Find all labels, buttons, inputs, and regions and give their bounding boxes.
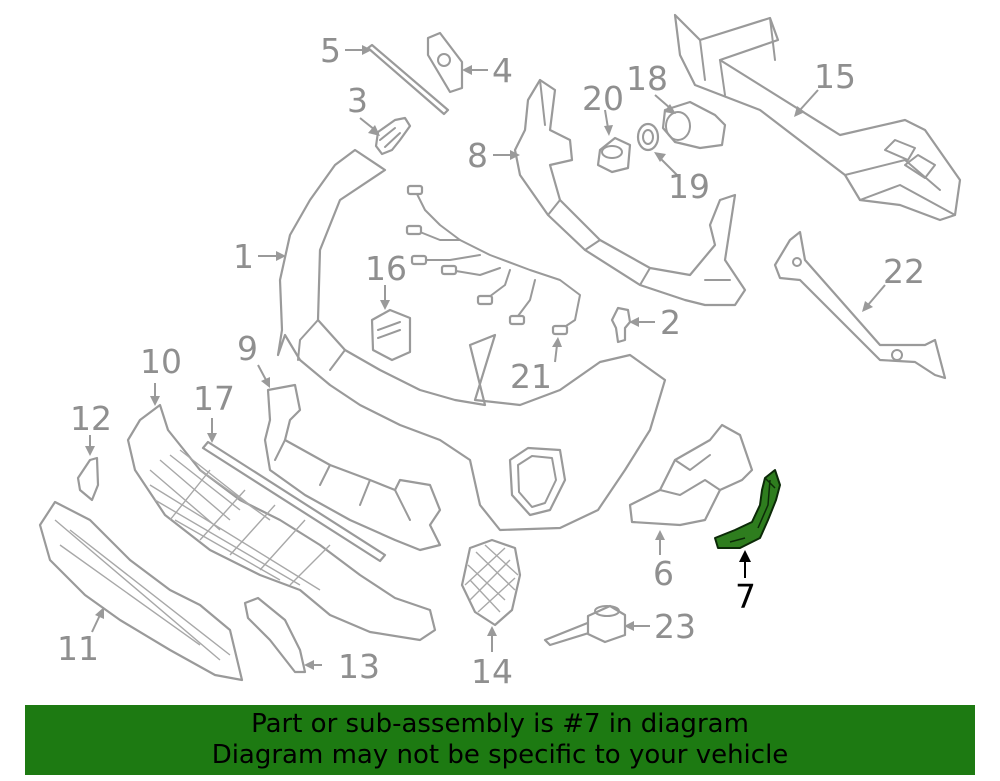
callout-19: 19 (668, 167, 710, 206)
callout-6: 6 (653, 554, 674, 593)
callout-7: 7 (735, 577, 756, 616)
info-banner: Part or sub-assembly is #7 in diagram Di… (25, 705, 975, 775)
callout-17: 17 (193, 379, 235, 418)
callout-3: 3 (347, 81, 368, 120)
banner-line-2: Diagram may not be specific to your vehi… (211, 740, 789, 770)
callout-8: 8 (467, 136, 488, 175)
part-8-bracket (513, 78, 747, 307)
callout-10: 10 (140, 342, 182, 381)
callout-22: 22 (883, 252, 925, 291)
part-6-bracket (628, 423, 754, 527)
callout-15: 15 (814, 57, 856, 96)
part-18-sensor-housing (661, 100, 727, 150)
part-12-trim-piece (76, 456, 100, 502)
part-5-molding-strip (366, 43, 450, 116)
part-7-bracket-highlighted (714, 469, 781, 549)
part-14-fog-grille (460, 538, 522, 627)
part-11-lower-spoiler (38, 500, 244, 682)
part-17-trim-strip (201, 440, 387, 563)
callout-23: 23 (654, 607, 696, 646)
banner-line-1: Part or sub-assembly is #7 in diagram (251, 709, 749, 739)
callout-14: 14 (471, 652, 513, 691)
callout-5: 5 (320, 31, 341, 70)
callout-13: 13 (338, 647, 380, 686)
callout-18: 18 (626, 59, 668, 98)
part-22-lower-crossmember (773, 230, 947, 380)
callout-11: 11 (57, 629, 99, 668)
part-9-absorber (263, 383, 442, 552)
part-15-reinforcement-beam (673, 13, 962, 222)
callout-20: 20 (582, 79, 624, 118)
part-13-vent-trim (243, 596, 307, 674)
callout-9: 9 (237, 329, 258, 368)
part-23-sensor (543, 604, 627, 647)
parts-diagram: 1 2 3 4 5 6 7 8 9 10 11 12 13 14 15 16 1… (38, 13, 962, 691)
part-21-wiring-harness (405, 184, 581, 336)
callout-2: 2 (660, 303, 681, 342)
callout-12: 12 (70, 399, 112, 438)
part-2-push-pin (610, 306, 632, 344)
callout-4: 4 (492, 51, 513, 90)
part-1-bumper-cover (276, 148, 667, 532)
callout-16: 16 (365, 249, 407, 288)
part-3-clip (374, 116, 412, 156)
part-4-emblem (426, 31, 464, 94)
part-19-ring (636, 122, 660, 152)
part-20-sensor (596, 136, 632, 174)
part-16-control-module (370, 308, 412, 362)
callout-1: 1 (233, 237, 254, 276)
callout-21: 21 (510, 357, 552, 396)
leader-lines (85, 45, 886, 670)
part-10-grille (126, 403, 437, 642)
callout-labels: 1 2 3 4 5 6 7 8 9 10 11 12 13 14 15 16 1… (57, 31, 925, 691)
